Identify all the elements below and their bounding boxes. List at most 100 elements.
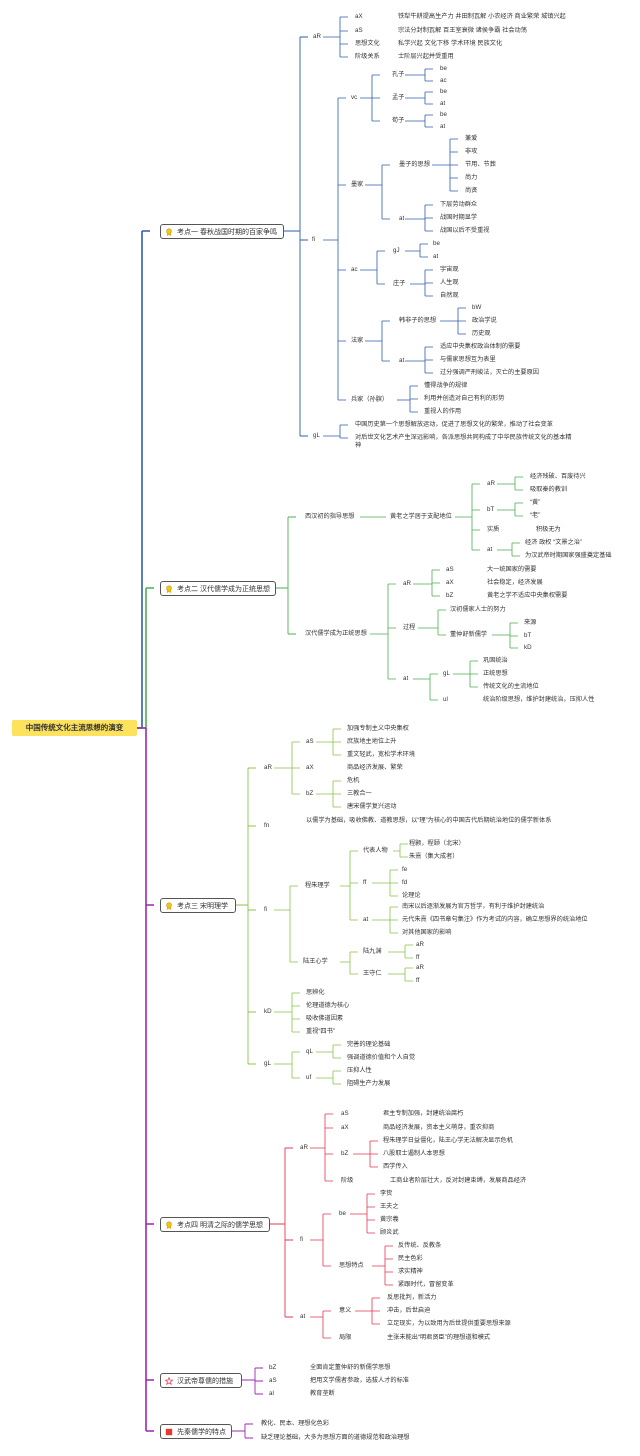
t2-ul[interactable]: ul bbox=[443, 696, 448, 703]
t1-gj-0[interactable]: be bbox=[433, 240, 440, 247]
t2-dzs-2[interactable]: kD bbox=[524, 644, 532, 651]
t3-daibiao[interactable]: 代表人物 bbox=[363, 847, 388, 854]
t3-aS[interactable]: aS bbox=[306, 738, 314, 745]
t3-qL-0[interactable]: 完善的理论基础 bbox=[347, 1041, 391, 1048]
t1-aR-key-2[interactable]: 思想文化 bbox=[355, 40, 380, 47]
t2-zt-node[interactable]: 汉代儒学成为正统思想 bbox=[305, 630, 367, 637]
t2-early-aR-0[interactable]: 经济残破、百废待兴 bbox=[530, 473, 586, 480]
t5-key-2[interactable]: al bbox=[269, 1390, 274, 1397]
t1-fi-node[interactable]: fi bbox=[312, 236, 316, 243]
t4-be[interactable]: be bbox=[339, 1210, 346, 1217]
t1-han-1[interactable]: 政治学说 bbox=[472, 317, 497, 324]
t4-at-node[interactable]: at bbox=[300, 1313, 306, 1320]
t4-yiyi-1[interactable]: 冲击，后世启迪 bbox=[387, 1307, 431, 1314]
t1-mojia-at-1[interactable]: 战国时期显学 bbox=[440, 214, 478, 221]
t3-aX-val[interactable]: 商品经济发展、繁荣 bbox=[347, 764, 403, 771]
t3-ff-1[interactable]: fd bbox=[402, 879, 408, 886]
t4-bZ-1[interactable]: 八股取士遏制人本思想 bbox=[383, 1150, 445, 1157]
t1-han-0[interactable]: bW bbox=[472, 304, 482, 311]
t3-fn-text[interactable]: 以儒学为基础，吸收佛教、道教思想，以“理”为核心的中国古代后期统治地位的儒学新体… bbox=[306, 817, 552, 824]
t1-fajia-at-2[interactable]: 过分强调严刑峻法，灭亡的主要原因 bbox=[440, 369, 539, 376]
t3-daibiao-0[interactable]: 程颢，程颐（北宋） bbox=[409, 840, 465, 847]
t1-gL-node[interactable]: gL bbox=[313, 432, 320, 439]
t4-bZ[interactable]: bZ bbox=[341, 1150, 349, 1157]
t2-ul-val[interactable]: 统治阶级思想，维护封建统治，压抑人性 bbox=[483, 696, 595, 703]
t1-mengzi-a[interactable]: be bbox=[440, 88, 447, 95]
t3-qL[interactable]: qL bbox=[306, 1048, 313, 1055]
t1-han-node[interactable]: 韩非子的思想 bbox=[399, 317, 437, 324]
t5-key-0[interactable]: bZ bbox=[269, 1364, 277, 1371]
t3-cz-at-1[interactable]: 元代朱熹《四书章句集注》作为考试的内容，确立思想界的统治地位 bbox=[402, 916, 588, 923]
t4-fi-node[interactable]: fi bbox=[300, 1236, 304, 1243]
t3-bZ-2[interactable]: 唐宋儒学复兴运动 bbox=[347, 803, 397, 810]
t3-fn-node[interactable]: fn bbox=[264, 822, 270, 829]
t3-cz-at[interactable]: at bbox=[363, 916, 369, 923]
t4-be-1[interactable]: 王夫之 bbox=[380, 1203, 399, 1210]
t4-be-2[interactable]: 黄宗羲 bbox=[380, 1216, 399, 1223]
t1-vc-node[interactable]: vc bbox=[351, 94, 358, 101]
t3-aR-node[interactable]: aR bbox=[264, 764, 272, 771]
t6-item-1[interactable]: 缺乏理论基础，大多为思想方面的道德规范和政治理想 bbox=[261, 1434, 410, 1441]
t5-val-1[interactable]: 把用文学儒者参政，选拔人才的标准 bbox=[310, 1377, 409, 1384]
t1-bingjia-node[interactable]: 兵家（孙膑） bbox=[351, 396, 389, 403]
t2-zt-aR-val-2[interactable]: 黄老之学不适应中央集权需要 bbox=[487, 592, 568, 599]
t2-zt-aR-key-0[interactable]: aS bbox=[446, 566, 454, 573]
topic-5-box[interactable]: 汉武帝尊儒的措施 bbox=[160, 1373, 242, 1388]
t4-yiyi[interactable]: 意义 bbox=[339, 1307, 352, 1314]
t1-mozi-thought[interactable]: 墨子的思想 bbox=[399, 161, 430, 168]
t1-mengzi[interactable]: 孟子 bbox=[392, 94, 405, 101]
t3-ljy-0[interactable]: aR bbox=[416, 941, 424, 948]
topic-1-box[interactable]: 考点一 春秋战国时期的百家争鸣 bbox=[160, 224, 284, 239]
t2-early-at-1[interactable]: 为汉武帝时期国家强盛奠定基础 bbox=[525, 552, 612, 559]
t1-gL-1[interactable]: 对后世文化艺术产生深远影响，各派思想共同构成了中华民族传统文化的基本精神 bbox=[355, 434, 572, 449]
t4-yiyi-2[interactable]: 立足现实，为以致用为后世提供重要思想来源 bbox=[387, 1320, 511, 1327]
t2-gL[interactable]: gL bbox=[443, 670, 450, 677]
t4-bZ-0[interactable]: 程朱理学日益僵化，陆王心学无法解决显示危机 bbox=[383, 1137, 513, 1144]
t2-guocheng[interactable]: 过程 bbox=[403, 624, 416, 631]
t4-aS-val[interactable]: 君主专制加强，封建统治腐朽 bbox=[383, 1110, 464, 1117]
t1-aR-val-3[interactable]: 士阶层兴起并受重用 bbox=[398, 53, 454, 60]
t1-han-2[interactable]: 历史观 bbox=[472, 330, 491, 337]
t3-ff[interactable]: ff bbox=[363, 879, 367, 886]
t3-ff-0[interactable]: fe bbox=[402, 866, 408, 873]
t1-bingjia-2[interactable]: 重视人的作用 bbox=[424, 408, 462, 415]
t4-juxian-val[interactable]: 主张未能出“明君贤臣”的理想道和模式 bbox=[387, 1334, 491, 1341]
t2-dzs-0[interactable]: 来源 bbox=[524, 619, 537, 626]
t1-aR-val-1[interactable]: 宗法分封制瓦解 百王室衰微 诸侯争霸 社会动荡 bbox=[398, 27, 527, 34]
t1-daojia-node[interactable]: ac bbox=[351, 266, 358, 273]
t2-zt-aR-val-0[interactable]: 大一统国家的需要 bbox=[487, 566, 537, 573]
t4-tedian[interactable]: 思想特点 bbox=[339, 1262, 364, 1269]
t2-gL-2[interactable]: 传统文化的主流地位 bbox=[483, 683, 539, 690]
t1-mojia-at[interactable]: at bbox=[399, 215, 405, 222]
t2-zt-aR[interactable]: aR bbox=[403, 580, 411, 587]
t4-tedian-0[interactable]: 反传统、反教条 bbox=[398, 1242, 442, 1249]
t1-zz-2[interactable]: 自然观 bbox=[440, 292, 459, 299]
t1-fajia-at-1[interactable]: 与儒家思想互为表里 bbox=[440, 356, 496, 363]
t2-zt-aR-val-1[interactable]: 社会稳定，经济发展 bbox=[487, 579, 543, 586]
t3-bZ-1[interactable]: 三教合一 bbox=[347, 790, 372, 797]
t3-uf[interactable]: uf bbox=[306, 1074, 312, 1081]
t1-mojia-at-2[interactable]: 战国以后不受重视 bbox=[440, 227, 490, 234]
t2-early-bT[interactable]: bT bbox=[487, 506, 495, 513]
topic-6-box[interactable]: 先秦儒学的特点 bbox=[160, 1424, 232, 1439]
t1-gj-node[interactable]: gJ bbox=[393, 247, 400, 254]
t3-daibiao-1[interactable]: 朱熹（集大成者） bbox=[409, 853, 459, 860]
t3-lw-node[interactable]: 陆王心学 bbox=[303, 958, 328, 965]
t1-fajia-node[interactable]: 法家 bbox=[351, 337, 364, 344]
t2-dzs-1[interactable]: bT bbox=[524, 632, 532, 639]
t1-zz-0[interactable]: 宇宙观 bbox=[440, 266, 459, 273]
t2-guocheng-a[interactable]: 汉初儒家人士的努力 bbox=[450, 606, 506, 613]
t1-mojia-node[interactable]: 墨家 bbox=[351, 181, 364, 188]
t4-tedian-1[interactable]: 民主色彩 bbox=[398, 1255, 423, 1262]
t2-early-bT-1[interactable]: “老” bbox=[530, 512, 541, 519]
t1-kongzi[interactable]: 孔子 bbox=[392, 71, 405, 78]
t3-cz-at-0[interactable]: 南宋以后逐渐发展为官方哲学，有利于维护封建统治 bbox=[402, 903, 545, 910]
t1-aR-val-0[interactable]: 铁犁牛耕提高生产力 井田制瓦解 小农经济 商业繁荣 城镇兴起 bbox=[398, 13, 566, 20]
t3-aX[interactable]: aX bbox=[306, 764, 314, 771]
t1-bingjia-1[interactable]: 利用并创造对自己有利的形势 bbox=[424, 395, 505, 402]
t3-gL-node[interactable]: gL bbox=[264, 1060, 271, 1067]
t4-be-3[interactable]: 顾炎武 bbox=[380, 1229, 399, 1236]
t3-ljy-node[interactable]: 陆九渊 bbox=[363, 948, 382, 955]
t2-gL-1[interactable]: 正统思想 bbox=[483, 670, 508, 677]
t1-zz-node[interactable]: 庄子 bbox=[393, 280, 406, 287]
